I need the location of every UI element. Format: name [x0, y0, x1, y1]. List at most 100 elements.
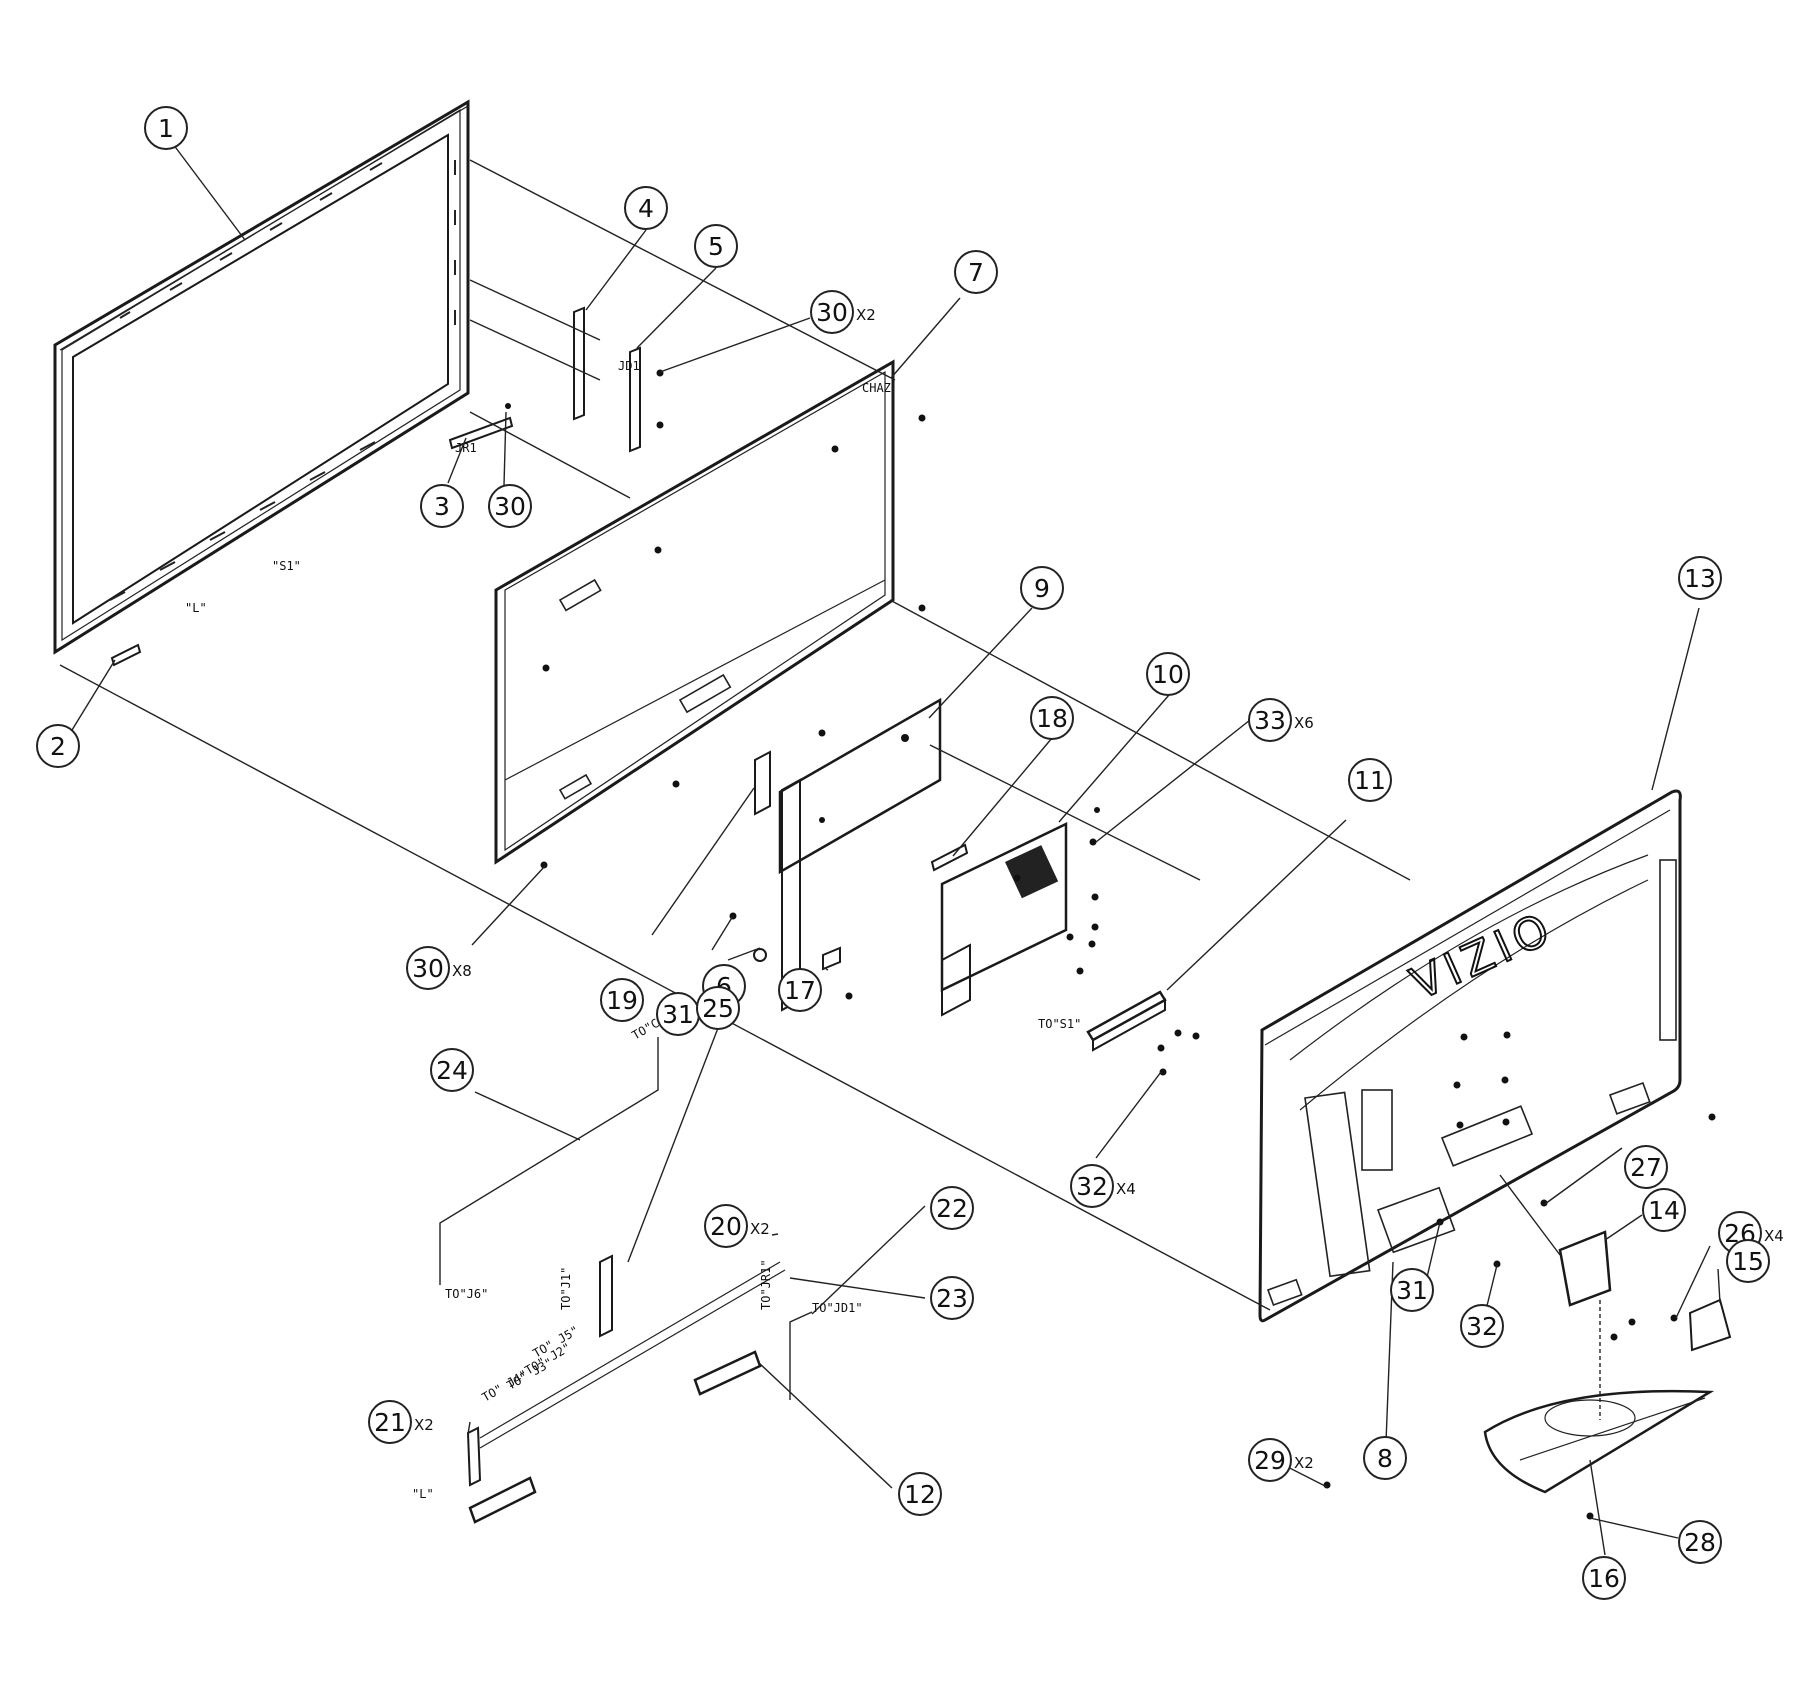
callout-number: 7 — [968, 258, 984, 287]
tag-jr1-front: JR1 — [455, 441, 477, 455]
tag-to-j6: TO"J6" — [445, 1287, 488, 1301]
callout-multiplier: X2 — [856, 306, 876, 324]
callout-circle — [778, 968, 822, 1012]
callout-number: 23 — [936, 1284, 968, 1313]
tag-jd1: JD1 — [618, 359, 640, 373]
callout-circle — [1070, 1164, 1114, 1208]
callout-circle — [930, 1186, 974, 1230]
callout-12: 12 — [898, 1472, 942, 1516]
callout-circle — [694, 224, 738, 268]
callout-circle — [898, 1472, 942, 1516]
callout-number: 5 — [708, 232, 724, 261]
part-speakers: "L" — [412, 1261, 786, 1524]
part-ir-board: JR1 — [448, 416, 514, 455]
callout-24: 24 — [430, 1048, 474, 1092]
part-main-board — [940, 822, 1068, 1017]
callout-circle — [1678, 1520, 1722, 1564]
callout-circle — [420, 484, 464, 528]
tag-to-jd1: TO"JD1" — [812, 1301, 863, 1315]
callout-circle — [1146, 652, 1190, 696]
tag-l-front: "L" — [185, 601, 207, 615]
callout-4: 4 — [624, 186, 668, 230]
callout-circle — [36, 724, 80, 768]
callout-number: 21 — [374, 1408, 406, 1437]
callout-15: 15 — [1726, 1239, 1770, 1283]
callout-circle — [1030, 696, 1074, 740]
tag-chaz-panel: CHAZ — [862, 381, 891, 395]
callout-number: 18 — [1036, 704, 1068, 733]
callout-circle — [704, 1204, 748, 1248]
part-ribbon-19 — [754, 750, 771, 816]
callout-number: 33 — [1254, 706, 1286, 735]
callout-multiplier: X2 — [750, 1220, 770, 1238]
callout-number: 31 — [662, 1000, 694, 1029]
callout-10: 10 — [1146, 652, 1190, 696]
part-lcd-panel: CHAZ — [494, 359, 895, 865]
callout-27: 27 — [1624, 1145, 1668, 1189]
tag-s1-front: "S1" — [272, 559, 301, 573]
callout-11: 11 — [1348, 758, 1392, 802]
callout-multiplier: X8 — [452, 962, 472, 980]
callout-number: 17 — [784, 976, 816, 1005]
callout-number: 32 — [1466, 1312, 1498, 1341]
callout-30: 30 — [488, 484, 532, 528]
callout-19: 19 — [600, 978, 644, 1022]
callout-1: 1 — [144, 106, 188, 150]
callout-circle — [1642, 1188, 1686, 1232]
callout-13: 13 — [1678, 556, 1722, 600]
part-stand — [1483, 1230, 1732, 1494]
callout-circle — [600, 978, 644, 1022]
callout-30: 30 X2 — [810, 290, 876, 334]
callout-16: 16 — [1582, 1556, 1626, 1600]
callout-3: 3 — [420, 484, 464, 528]
callout-number: 20 — [710, 1212, 742, 1241]
callout-number: 30 — [494, 492, 526, 521]
callout-25: 25 — [696, 986, 740, 1030]
callout-circle — [954, 250, 998, 294]
tag-to-s1: TO"S1" — [1038, 1017, 1081, 1031]
callout-number: 10 — [1152, 660, 1184, 689]
part-small-6-17 — [753, 946, 841, 971]
callout-circle — [1678, 556, 1722, 600]
tag-to-j1: TO"J1" — [559, 1267, 573, 1310]
callout-multiplier: X4 — [1116, 1180, 1136, 1198]
callout-number: 30 — [412, 954, 444, 983]
callout-circle — [1726, 1239, 1770, 1283]
callout-number: 11 — [1354, 766, 1386, 795]
callout-circle — [144, 106, 188, 150]
callout-number: 2 — [50, 732, 66, 761]
callout-22: 22 — [930, 1186, 974, 1230]
callout-circle — [1248, 698, 1292, 742]
callout-number: 8 — [1377, 1444, 1393, 1473]
callout-layer: 123304530X279181033X611131931X861730X824… — [36, 106, 1784, 1600]
callout-5: 5 — [694, 224, 738, 268]
callout-circle — [1624, 1145, 1668, 1189]
callout-number: 27 — [1630, 1153, 1662, 1182]
callout-multiplier: X2 — [1294, 1454, 1314, 1472]
part-back-cover: VIZIO — [1258, 789, 1682, 1323]
part-tcon-board — [778, 697, 942, 1012]
callout-number: 24 — [436, 1056, 468, 1085]
callout-circle — [1363, 1436, 1407, 1480]
part-side-io-bracket: TO"S1" — [1038, 990, 1167, 1052]
callout-20: 20 X2 — [704, 1204, 770, 1248]
part-clip — [110, 643, 142, 667]
screws — [505, 369, 1716, 1520]
callout-circle — [696, 986, 740, 1030]
assembly-guide-lines — [59, 159, 1601, 1420]
callout-32: 32 — [1460, 1304, 1504, 1348]
callout-number: 16 — [1588, 1564, 1620, 1593]
callout-circle — [368, 1400, 412, 1444]
callout-14: 14 — [1642, 1188, 1686, 1232]
callout-circle — [1020, 566, 1064, 610]
callout-circle — [930, 1276, 974, 1320]
callout-number: 15 — [1732, 1247, 1764, 1276]
callout-number: 30 — [816, 298, 848, 327]
callout-number: 1 — [158, 114, 174, 143]
callout-8: 8 — [1363, 1436, 1407, 1480]
callout-circle — [488, 484, 532, 528]
